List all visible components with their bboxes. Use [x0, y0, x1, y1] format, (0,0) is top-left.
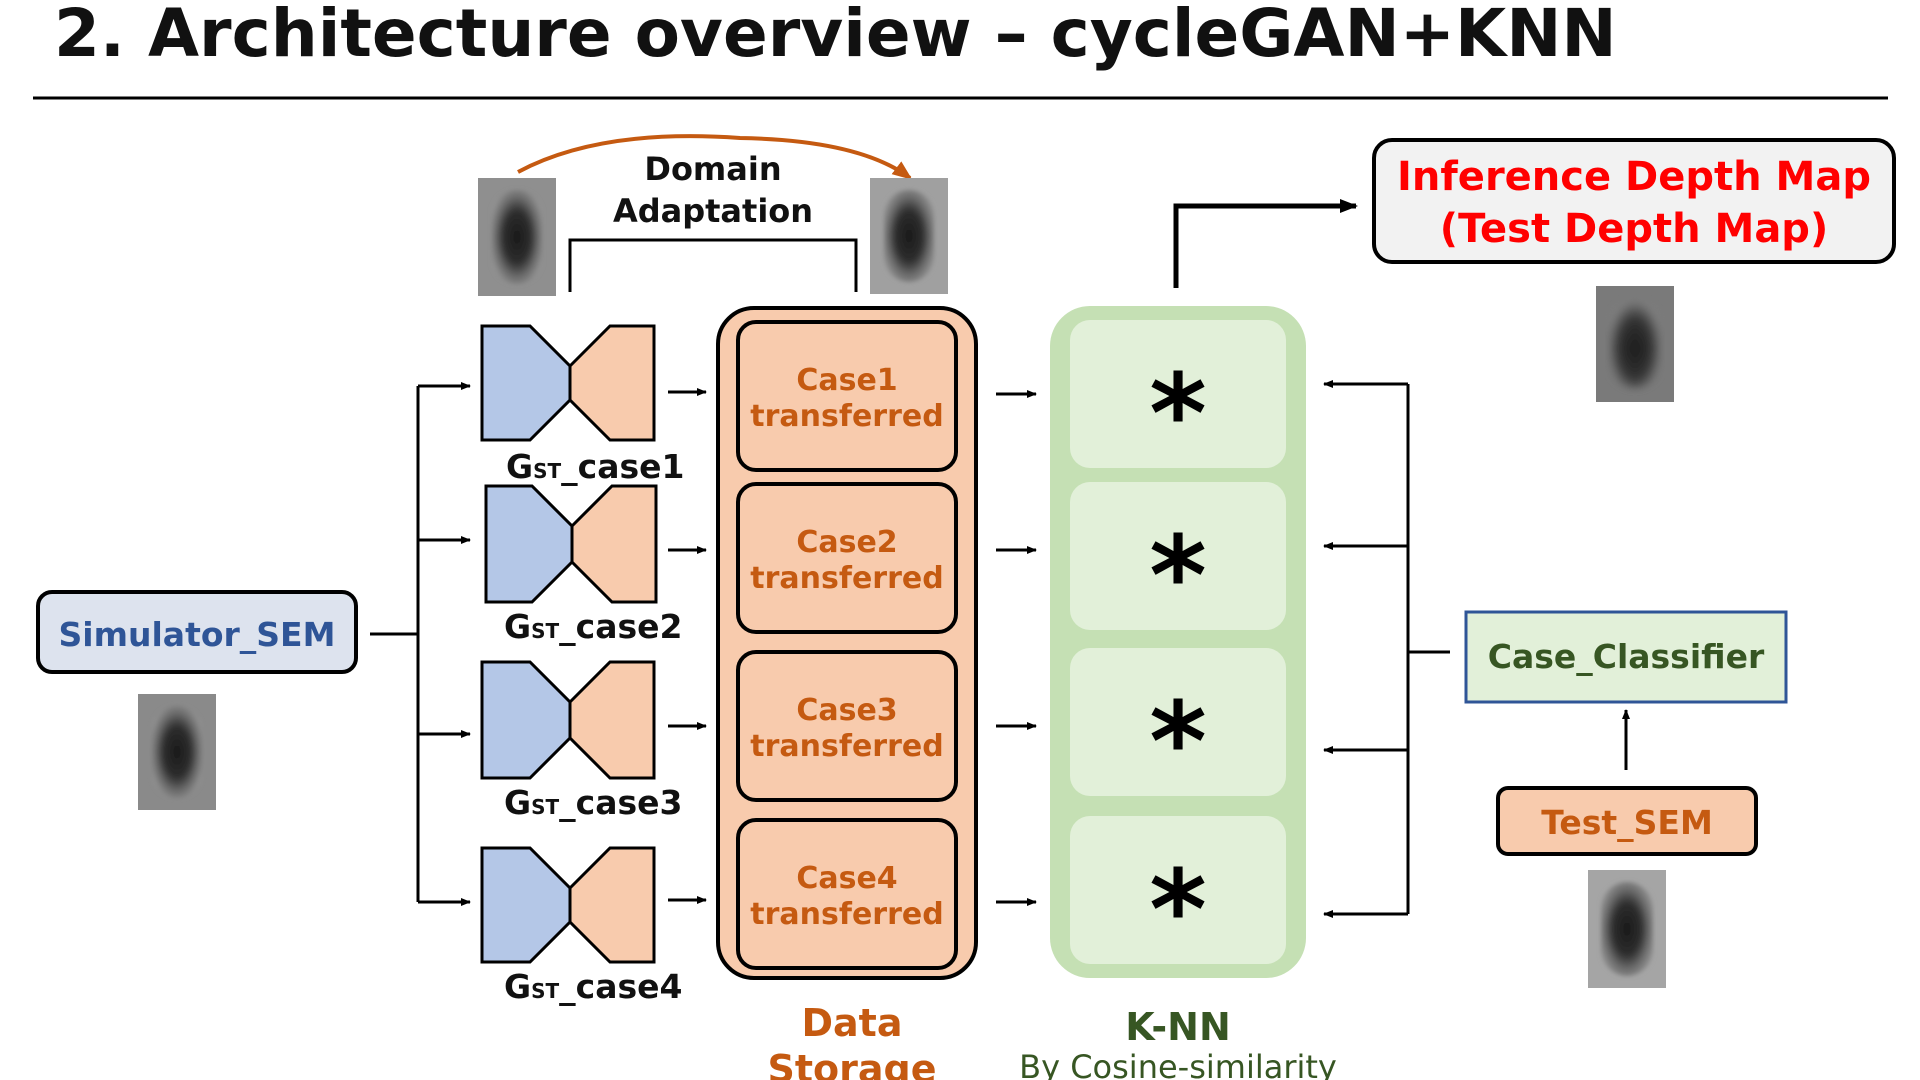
storage-case-3: Case3 transferred: [736, 650, 958, 802]
generator-label: GST_case4: [504, 967, 682, 1006]
knn-cell-2: [1070, 482, 1286, 630]
storage-case-label: transferred: [750, 729, 943, 764]
generator-3: GST_case3: [480, 660, 682, 822]
knn-operator-symbol: *: [1149, 512, 1207, 640]
storage-case-2: Case2 transferred: [736, 482, 958, 634]
generator-label: GST_case2: [504, 607, 682, 646]
sem-image-source-top: [478, 178, 556, 296]
simulator-sem-label: Simulator_SEM: [59, 615, 336, 654]
knn-cell-1: [1070, 320, 1286, 468]
decoder-shape: [568, 846, 656, 964]
data-storage-container: [716, 306, 978, 980]
storage-case-label: Case4: [796, 861, 897, 896]
domain-adaptation-label-line2: Adaptation: [613, 192, 813, 230]
domain-adaptation-label-line1: Domain: [644, 150, 781, 188]
test-sem-label: Test_SEM: [1541, 803, 1713, 842]
case-classifier-label: Case_Classifier: [1488, 637, 1765, 676]
domain-adaptation-arrow: [517, 134, 913, 180]
data-storage: Case1 transferred Case2 transferred Case…: [716, 306, 978, 1080]
decoder-shape: [570, 484, 658, 604]
knn-cell-3: [1070, 648, 1286, 796]
simulator-fanout-connector: [370, 382, 471, 906]
storage-case-label: transferred: [750, 897, 943, 932]
knn-block: * * * * K-NN By Cosine-similarity: [1019, 306, 1337, 1080]
storage-to-knn-arrows: [996, 390, 1037, 906]
knn-operator-symbol: *: [1149, 846, 1207, 974]
knn-container: [1050, 306, 1306, 978]
sem-image-test: [1588, 870, 1666, 988]
decoder-shape: [568, 660, 656, 780]
storage-case-4: Case4 transferred: [736, 818, 958, 970]
knn-operator-symbol: *: [1149, 678, 1207, 806]
generator-1: GST_case1: [480, 324, 684, 486]
depth-map-image: [1596, 286, 1674, 402]
test-sem-box: Test_SEM: [1496, 786, 1758, 856]
domain-adaptation: Domain Adaptation: [517, 134, 913, 292]
encoder-shape: [480, 660, 572, 780]
knn-sublabel: By Cosine-similarity: [1019, 1048, 1337, 1080]
storage-case-label: Case2: [796, 525, 897, 560]
encoder-shape: [484, 484, 574, 604]
case-classifier-box: Case_Classifier: [1464, 610, 1788, 704]
knn-label: K-NN: [1125, 1005, 1231, 1049]
storage-case-label: Case3: [796, 693, 897, 728]
generator-label: GST_case1: [506, 447, 684, 486]
classifier-feedback-connector: [1323, 380, 1450, 918]
data-storage-label-line2: Storage: [768, 1047, 937, 1080]
page-title: 2. Architecture overview – cycleGAN+KNN: [54, 0, 1617, 72]
sem-image-simulator: [138, 694, 216, 810]
storage-case-label: Case1: [796, 363, 897, 398]
simulator-sem-box: Simulator_SEM: [36, 590, 358, 674]
storage-case-label: transferred: [750, 399, 943, 434]
storage-case-label: transferred: [750, 561, 943, 596]
encoder-shape: [480, 846, 572, 964]
generator-4: GST_case4: [480, 846, 682, 1006]
inference-label-line2: (Test Depth Map): [1440, 206, 1828, 252]
inference-label-line1: Inference Depth Map: [1397, 154, 1871, 200]
data-storage-label-line1: Data: [802, 1001, 903, 1045]
storage-case-1: Case1 transferred: [736, 320, 958, 472]
generator-2: GST_case2: [484, 484, 682, 646]
domain-adaptation-bracket: [568, 238, 858, 292]
generator-label: GST_case3: [504, 783, 682, 822]
generator-to-storage-arrows: [668, 388, 707, 904]
sem-image-adapted-top: [870, 178, 948, 294]
knn-operator-symbol: *: [1149, 350, 1207, 478]
knn-cell-4: [1070, 816, 1286, 964]
encoder-shape: [480, 324, 572, 442]
knn-to-inference-arrow: [1173, 199, 1358, 288]
inference-depth-map-box: Inference Depth Map (Test Depth Map): [1372, 138, 1896, 264]
decoder-shape: [568, 324, 656, 442]
